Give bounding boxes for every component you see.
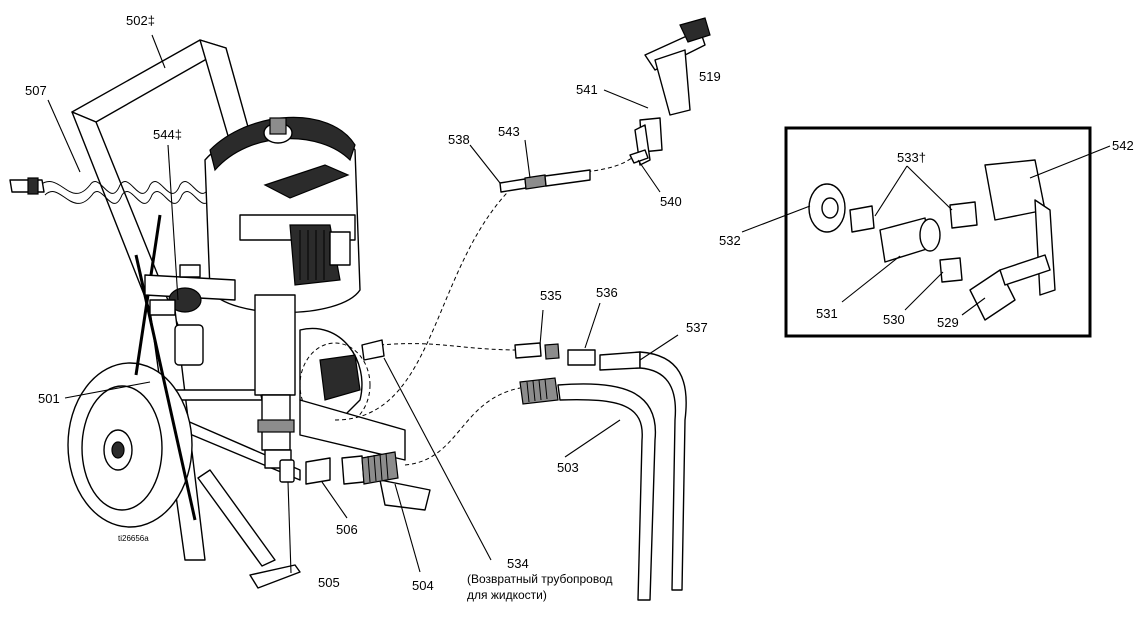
label-532: 532 (719, 233, 741, 248)
pump-lower (254, 294, 431, 511)
label-501: 501 (38, 391, 60, 406)
caption-534-line2: для жидкости) (467, 588, 547, 602)
label-540: 540 (660, 194, 682, 209)
air-motor (204, 116, 361, 314)
label-519: 519 (699, 69, 721, 84)
return-and-suction-hoses (361, 339, 687, 601)
label-538: 538 (448, 132, 470, 147)
label-536: 536 (596, 285, 618, 300)
label-535: 535 (540, 288, 562, 303)
air-controls (144, 264, 236, 366)
label-533: 533† (897, 150, 926, 165)
label-502: 502‡ (126, 13, 155, 28)
label-534: 534 (507, 556, 529, 571)
coiled-air-hose (9, 177, 213, 204)
label-541: 541 (576, 82, 598, 97)
siphon-fittings (279, 451, 399, 485)
label-529: 529 (937, 315, 959, 330)
inset-detail-box (784, 126, 1092, 338)
caption-534-line1: (Возвратный трубопровод (467, 572, 613, 586)
figure-id: ti26656a (118, 534, 149, 543)
label-504: 504 (412, 578, 434, 593)
label-537: 537 (686, 320, 708, 335)
leader-lines (47, 34, 1111, 574)
fluid-hose-and-gun (334, 17, 711, 421)
label-507: 507 (25, 83, 47, 98)
label-531: 531 (816, 306, 838, 321)
label-543: 543 (498, 124, 520, 139)
label-530: 530 (883, 312, 905, 327)
part-labels: 502‡ 507 544‡ 501 505 506 504 534 (Возвр… (25, 13, 1134, 602)
label-505: 505 (318, 575, 340, 590)
cart-wheel (67, 214, 197, 528)
label-503: 503 (557, 460, 579, 475)
label-542: 542 (1112, 138, 1134, 153)
label-506: 506 (336, 522, 358, 537)
label-544: 544‡ (153, 127, 182, 142)
